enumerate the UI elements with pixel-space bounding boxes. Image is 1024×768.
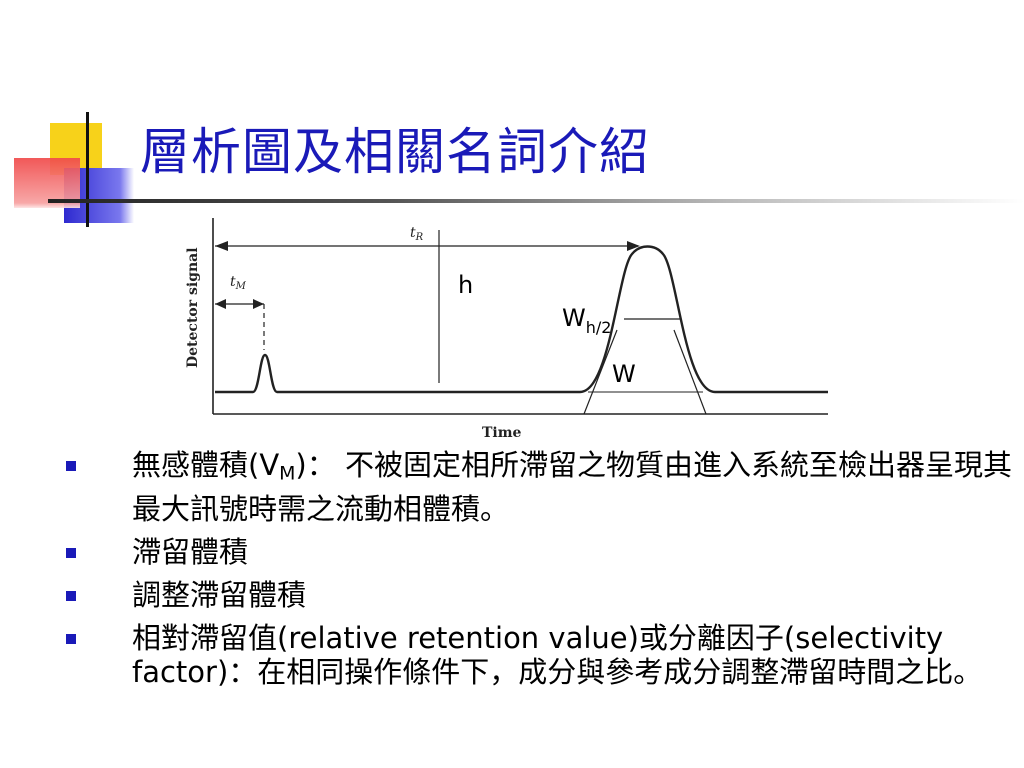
square-bullet-icon xyxy=(66,461,76,471)
square-bullet-icon xyxy=(66,547,76,558)
bullet-item-relative-retention: 相對滯留值(relative retention value)或分離因子(sel… xyxy=(60,621,1020,689)
signal-trace xyxy=(215,245,828,394)
x-axis-label: Time xyxy=(482,425,522,441)
page-title: 層析圖及相關名詞介紹 xyxy=(140,123,650,181)
tm-arrow-left xyxy=(215,299,226,309)
w-half-label: Wh/2 xyxy=(562,304,611,337)
tm-arrow-right xyxy=(253,299,264,309)
w-label: W xyxy=(612,360,636,388)
bullet-list: 無感體積(VM)： 不被固定相所滯留之物質由進入系統至檢出器呈現其最大訊號時需之… xyxy=(60,448,1020,698)
tm-label: tM xyxy=(230,274,247,292)
bullet-item-retention-volume: 滯留體積 xyxy=(60,535,1020,569)
bullet-text: 調整滯留體積 xyxy=(132,577,307,612)
tr-label: tR xyxy=(410,225,424,243)
square-bullet-icon xyxy=(66,633,76,644)
bullet-text: 相對滯留值(relative retention value)或分離因子(sel… xyxy=(132,620,983,689)
h-label: h xyxy=(458,271,473,299)
bullet-text-pre: 無感體積(V xyxy=(132,448,280,482)
title-divider xyxy=(48,199,1024,203)
chromatogram-figure: tR tM h Wh/2 W Time Detector signal xyxy=(185,218,828,441)
tangent-left xyxy=(583,329,618,415)
bullet-item-adjusted-retention-volume: 調整滯留體積 xyxy=(60,578,1020,612)
square-bullet-icon xyxy=(66,590,76,601)
bullet-text-post: )： 不被固定相所滯留之物質由進入系統至檢出器呈現其最大訊號時需之流動相體積。 xyxy=(132,448,1012,526)
bullet-item-dead-volume: 無感體積(VM)： 不被固定相所滯留之物質由進入系統至檢出器呈現其最大訊號時需之… xyxy=(60,448,1020,526)
tr-arrow-right xyxy=(627,241,640,251)
deco-vertical-line xyxy=(86,112,89,227)
tr-arrow-left xyxy=(215,241,228,251)
bullet-text-sub: M xyxy=(279,463,296,485)
y-axis-label: Detector signal xyxy=(185,247,201,368)
bullet-text: 滯留體積 xyxy=(132,534,249,569)
tangent-right xyxy=(673,329,707,415)
